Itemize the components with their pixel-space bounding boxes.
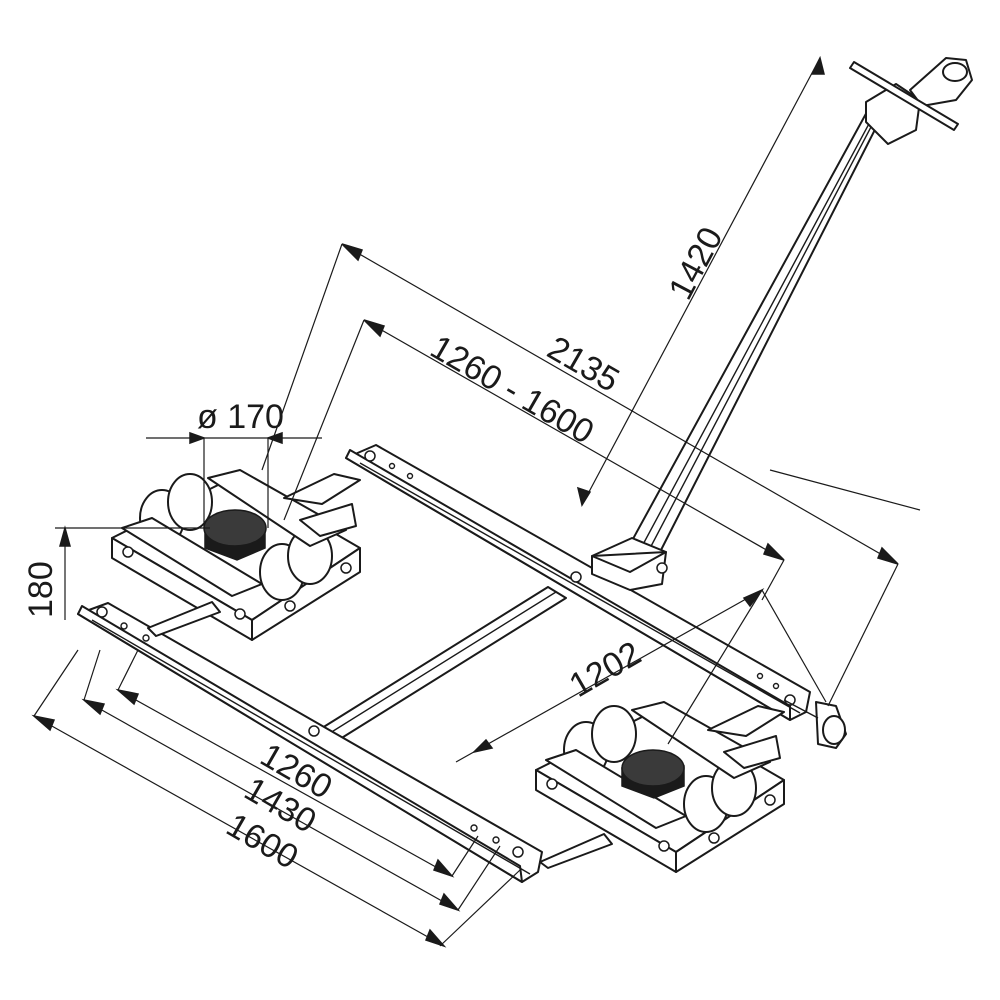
dimension-lines	[31, 55, 921, 948]
dim-label-overall-length: 2135	[541, 329, 626, 400]
tow-handle	[591, 57, 973, 749]
right-roller-skate	[535, 701, 785, 873]
left-roller-skate	[111, 469, 361, 641]
front-crossbeam	[77, 602, 543, 883]
center-connecting-bar	[321, 586, 567, 740]
dim-label-track-width: 1202	[563, 634, 648, 705]
rear-crossbeam	[345, 444, 811, 721]
dim-label-handle-length: 1420	[662, 221, 731, 306]
right-turntable-pad	[621, 749, 685, 787]
dim-label-height: 180	[22, 561, 60, 618]
left-turntable-pad	[203, 509, 267, 547]
dim-label-roller-diameter: ø 170	[197, 398, 284, 436]
